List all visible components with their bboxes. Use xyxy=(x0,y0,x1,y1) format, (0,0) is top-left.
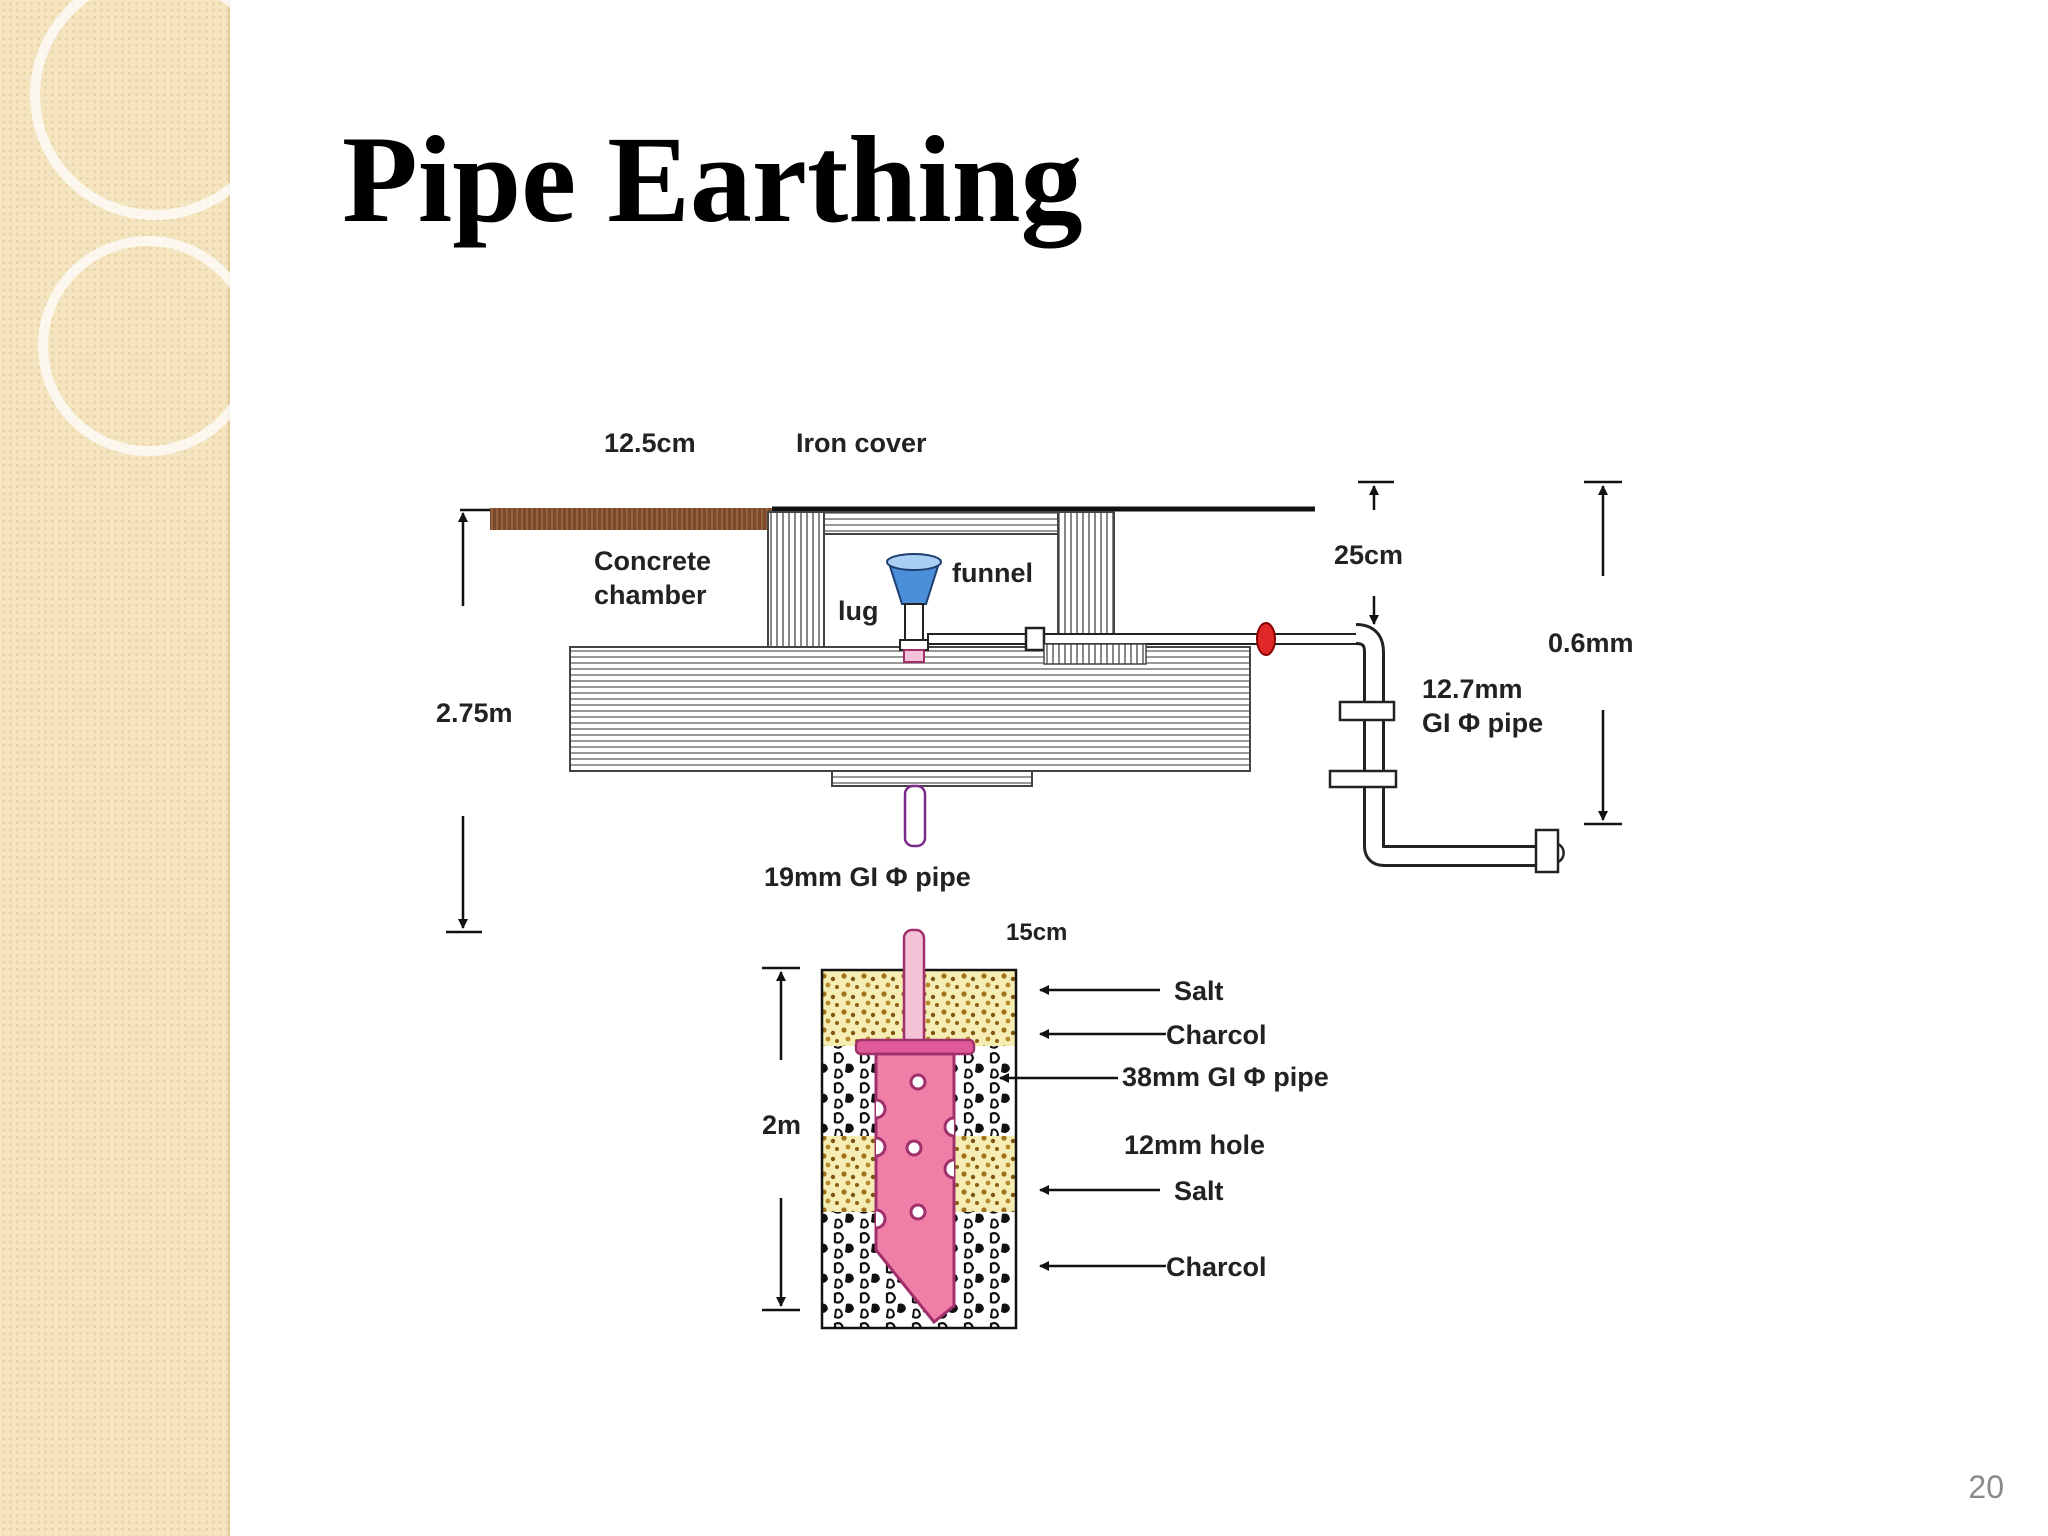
pipe-coupling xyxy=(1024,626,1046,652)
label-charcol: Charcol xyxy=(1166,1020,1267,1050)
dimension-top-depth xyxy=(1358,480,1394,625)
funnel-rim xyxy=(886,553,942,571)
label-hole-size: 12mm hole xyxy=(1124,1130,1265,1160)
label-cover-width: 12.5cm xyxy=(604,428,696,458)
concrete-base xyxy=(569,646,1251,772)
label-pit-depth: 2m xyxy=(762,1110,801,1140)
label-charcol: Charcol xyxy=(1166,1252,1267,1282)
label-gi-pipe-small: GI Φ pipe xyxy=(1422,708,1543,738)
pipe-coupling xyxy=(1338,700,1396,722)
pipe-end-cap xyxy=(1534,828,1560,874)
electrode-flange xyxy=(854,1038,976,1056)
layer-pointers xyxy=(999,985,1166,1271)
gi-pipe-main xyxy=(903,784,927,848)
concrete-base-lip xyxy=(831,770,1033,787)
label-funnel: funnel xyxy=(952,558,1033,588)
funnel-stem xyxy=(904,603,924,643)
label-gi-pipe-large: 38mm GI Φ pipe xyxy=(1122,1062,1329,1092)
label-salt: Salt xyxy=(1174,1176,1224,1206)
decorative-ring xyxy=(30,0,280,220)
gi-pipe-top xyxy=(902,928,926,1048)
dimension-pit-depth xyxy=(762,966,800,1312)
label-total-depth: 2.75m xyxy=(436,698,513,728)
lug-icon xyxy=(899,639,929,651)
chamber-top-slab xyxy=(823,511,1059,535)
gi-pipe-small-inner xyxy=(1355,626,1542,864)
label-top-depth: 25cm xyxy=(1334,540,1403,570)
label-iron-cover: Iron cover xyxy=(796,428,927,458)
dimension-right-depth xyxy=(1584,480,1622,826)
electrode-holes xyxy=(875,1073,955,1230)
label-right-depth: 0.6mm xyxy=(1548,628,1634,658)
lug-icon xyxy=(903,649,925,663)
chamber-wall-left xyxy=(767,511,825,665)
chamber-grating xyxy=(1043,643,1147,665)
slide-title: Pipe Earthing xyxy=(342,111,1083,248)
label-concrete-chamber: chamber xyxy=(594,580,707,610)
pipe-coupling xyxy=(1328,769,1398,789)
label-gi-pipe-main: 19mm GI Φ pipe xyxy=(764,862,971,892)
label-salt: Salt xyxy=(1174,976,1224,1006)
decorative-ring xyxy=(38,236,258,456)
gi-pipe-small xyxy=(1355,623,1542,867)
iron-cover xyxy=(490,508,772,530)
dimension-total-depth xyxy=(446,508,490,934)
slide-side-panel xyxy=(0,0,280,1536)
horizontal-pipe xyxy=(927,633,1365,645)
pipe-end-cap xyxy=(1557,842,1565,864)
page-number: 20 xyxy=(1968,1469,2004,1505)
label-gi-pipe-small: 12.7mm xyxy=(1422,674,1523,704)
label-concrete-chamber: Concrete xyxy=(594,546,711,576)
label-lug: lug xyxy=(838,596,879,626)
valve-icon xyxy=(1256,622,1276,656)
label-pit-width: 15cm xyxy=(1006,919,1067,946)
